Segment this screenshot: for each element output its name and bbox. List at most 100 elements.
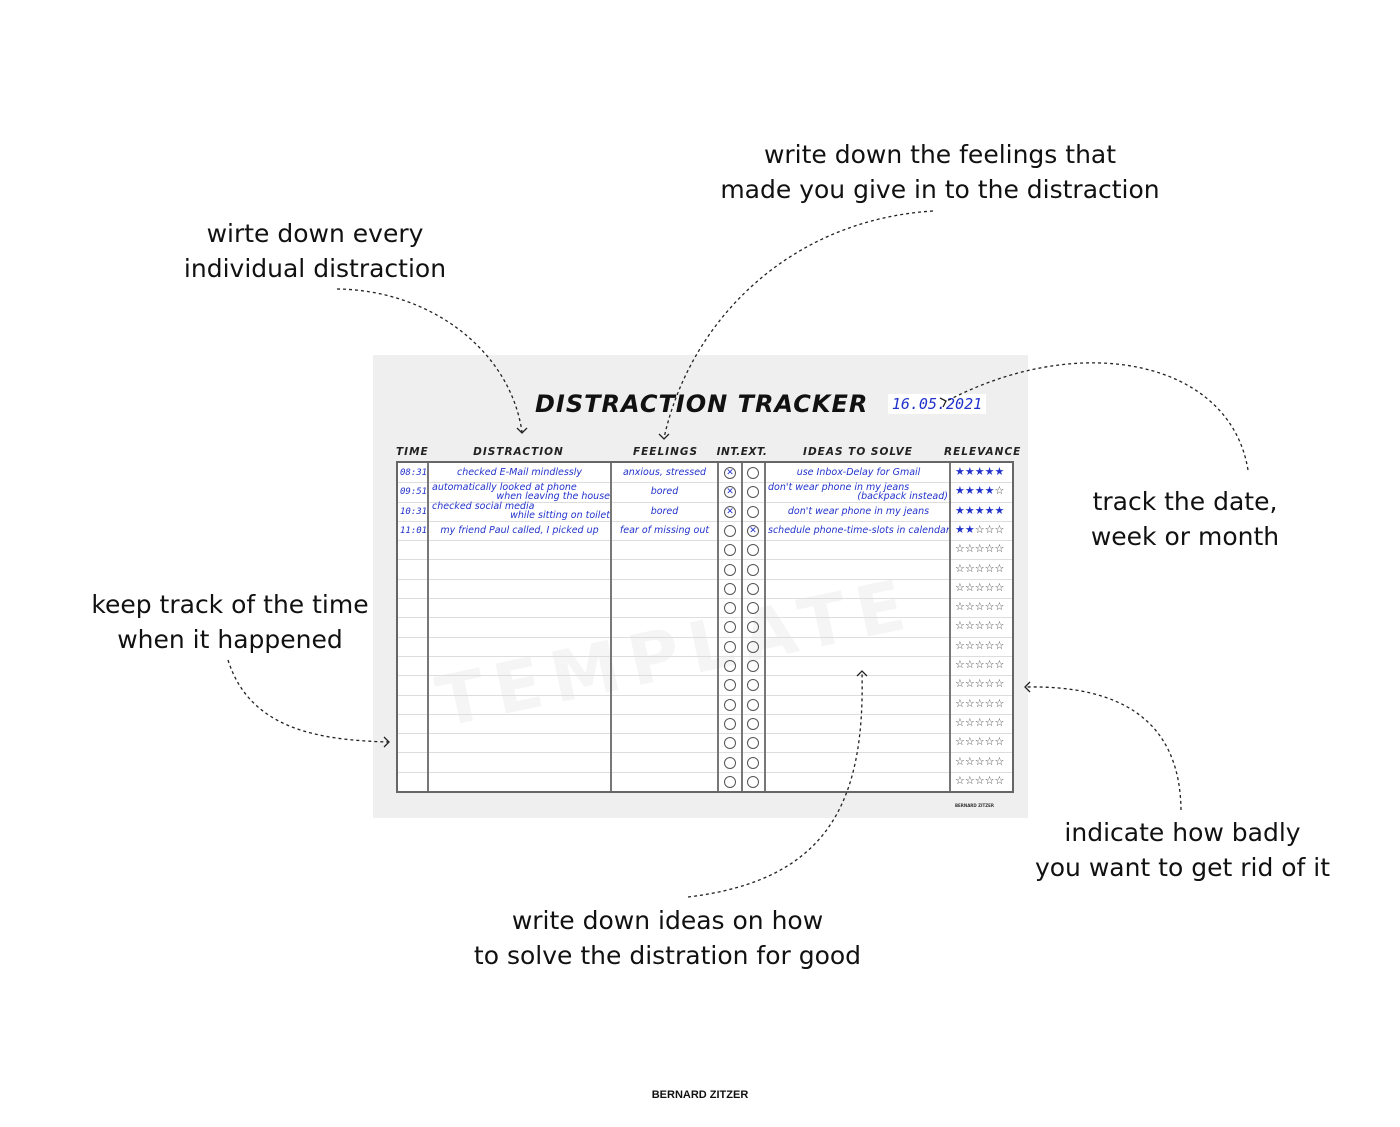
star-icon[interactable]: ☆: [974, 754, 985, 768]
star-icon[interactable]: ☆: [955, 677, 965, 691]
internal-checkbox[interactable]: [724, 698, 736, 711]
star-icon[interactable]: ☆: [964, 773, 975, 787]
relevance-rating[interactable]: ☆☆☆☆☆: [955, 658, 1004, 671]
star-icon[interactable]: ☆: [974, 561, 985, 575]
external-checkbox[interactable]: [747, 679, 759, 692]
star-icon[interactable]: ☆: [974, 773, 985, 787]
relevance-rating[interactable]: ☆☆☆☆☆: [955, 774, 1004, 787]
star-icon[interactable]: ☆: [994, 638, 1005, 652]
external-checkbox[interactable]: [747, 505, 759, 518]
star-icon[interactable]: ★: [974, 465, 985, 478]
external-checkbox[interactable]: [747, 544, 759, 557]
star-icon[interactable]: ☆: [994, 715, 1005, 729]
time-cell[interactable]: 11:01: [400, 525, 428, 536]
star-icon[interactable]: ☆: [994, 600, 1005, 614]
star-icon[interactable]: ☆: [984, 600, 995, 614]
time-cell[interactable]: 09:51: [400, 487, 428, 498]
external-checkbox[interactable]: [747, 582, 759, 595]
relevance-rating[interactable]: ☆☆☆☆☆: [955, 755, 1004, 768]
distraction-cell-continued[interactable]: when leaving the house: [496, 491, 610, 503]
internal-checkbox[interactable]: [724, 717, 736, 730]
relevance-rating[interactable]: ☆☆☆☆☆: [955, 562, 1004, 575]
feelings-cell[interactable]: fear of missing out: [619, 524, 710, 536]
internal-checkbox[interactable]: [724, 563, 736, 576]
star-icon[interactable]: ☆: [984, 715, 995, 729]
external-checkbox[interactable]: [747, 486, 759, 499]
star-icon[interactable]: ☆: [974, 735, 985, 749]
star-icon[interactable]: ☆: [964, 542, 975, 556]
star-icon[interactable]: ★: [974, 484, 985, 498]
external-checkbox[interactable]: [747, 621, 759, 634]
star-icon[interactable]: ☆: [984, 580, 995, 594]
star-icon[interactable]: ☆: [974, 638, 985, 652]
relevance-rating[interactable]: ☆☆☆☆☆: [955, 581, 1004, 594]
time-cell[interactable]: 08:31: [400, 468, 428, 478]
relevance-rating[interactable]: ☆☆☆☆☆: [955, 716, 1004, 729]
internal-checkbox[interactable]: [724, 679, 736, 692]
feelings-cell[interactable]: anxious, stressed: [622, 467, 707, 478]
relevance-rating[interactable]: ☆☆☆☆☆: [955, 639, 1004, 652]
star-icon[interactable]: ★: [964, 465, 975, 478]
external-checkbox[interactable]: [747, 737, 759, 750]
star-icon[interactable]: ☆: [974, 600, 985, 614]
star-icon[interactable]: ☆: [984, 773, 995, 787]
internal-checkbox[interactable]: ✕: [724, 467, 736, 479]
star-icon[interactable]: ☆: [964, 658, 975, 671]
star-icon[interactable]: ☆: [955, 658, 965, 671]
star-icon[interactable]: ☆: [984, 735, 995, 749]
relevance-rating[interactable]: ☆☆☆☆☆: [955, 600, 1004, 613]
relevance-rating[interactable]: ☆☆☆☆☆: [955, 735, 1004, 748]
star-icon[interactable]: ★: [955, 484, 965, 498]
relevance-rating[interactable]: ★★★★★: [955, 504, 1004, 517]
external-checkbox[interactable]: [747, 640, 759, 653]
internal-checkbox[interactable]: [724, 544, 736, 557]
relevance-rating[interactable]: ★★★★★: [955, 465, 1004, 478]
star-icon[interactable]: ☆: [974, 696, 985, 710]
star-icon[interactable]: ☆: [974, 580, 985, 594]
star-icon[interactable]: ☆: [955, 715, 965, 729]
star-icon[interactable]: ☆: [964, 600, 975, 614]
star-icon[interactable]: ☆: [964, 735, 975, 749]
star-icon[interactable]: ☆: [974, 677, 985, 691]
star-icon[interactable]: ☆: [955, 696, 965, 710]
star-icon[interactable]: ☆: [994, 658, 1005, 671]
external-checkbox[interactable]: [747, 756, 759, 769]
star-icon[interactable]: ☆: [955, 561, 965, 575]
star-icon[interactable]: ☆: [955, 735, 965, 749]
star-icon[interactable]: ☆: [984, 658, 995, 671]
star-icon[interactable]: ☆: [994, 522, 1005, 536]
feelings-cell[interactable]: bored: [650, 486, 679, 498]
star-icon[interactable]: ☆: [994, 773, 1005, 787]
star-icon[interactable]: ★: [994, 503, 1005, 517]
star-icon[interactable]: ☆: [974, 619, 985, 633]
star-icon[interactable]: ☆: [994, 580, 1005, 594]
external-checkbox[interactable]: ✕: [747, 524, 759, 537]
star-icon[interactable]: ☆: [964, 696, 975, 710]
star-icon[interactable]: ☆: [994, 677, 1005, 691]
star-icon[interactable]: ☆: [955, 542, 965, 556]
external-checkbox[interactable]: [747, 698, 759, 711]
relevance-rating[interactable]: ☆☆☆☆☆: [955, 542, 1004, 555]
external-checkbox[interactable]: [747, 660, 759, 672]
star-icon[interactable]: ☆: [955, 619, 965, 633]
external-checkbox[interactable]: [747, 602, 759, 615]
relevance-rating[interactable]: ★★★★☆: [955, 484, 1004, 497]
external-checkbox[interactable]: [747, 467, 759, 479]
star-icon[interactable]: ☆: [955, 754, 965, 768]
internal-checkbox[interactable]: [724, 582, 736, 595]
star-icon[interactable]: ☆: [984, 522, 995, 536]
distraction-cell[interactable]: checked social media: [432, 500, 535, 512]
star-icon[interactable]: ☆: [964, 677, 975, 691]
star-icon[interactable]: ☆: [984, 677, 995, 691]
distraction-cell[interactable]: checked E-Mail mindlessly: [456, 467, 583, 478]
external-checkbox[interactable]: [747, 563, 759, 576]
star-icon[interactable]: ★: [984, 503, 995, 517]
star-icon[interactable]: ☆: [974, 542, 985, 556]
star-icon[interactable]: ☆: [984, 696, 995, 710]
relevance-rating[interactable]: ☆☆☆☆☆: [955, 677, 1004, 690]
internal-checkbox[interactable]: [724, 660, 736, 672]
star-icon[interactable]: ☆: [964, 754, 975, 768]
idea-cell-continued[interactable]: (backpack instead): [857, 491, 948, 503]
star-icon[interactable]: ☆: [955, 600, 965, 614]
external-checkbox[interactable]: [747, 717, 759, 730]
